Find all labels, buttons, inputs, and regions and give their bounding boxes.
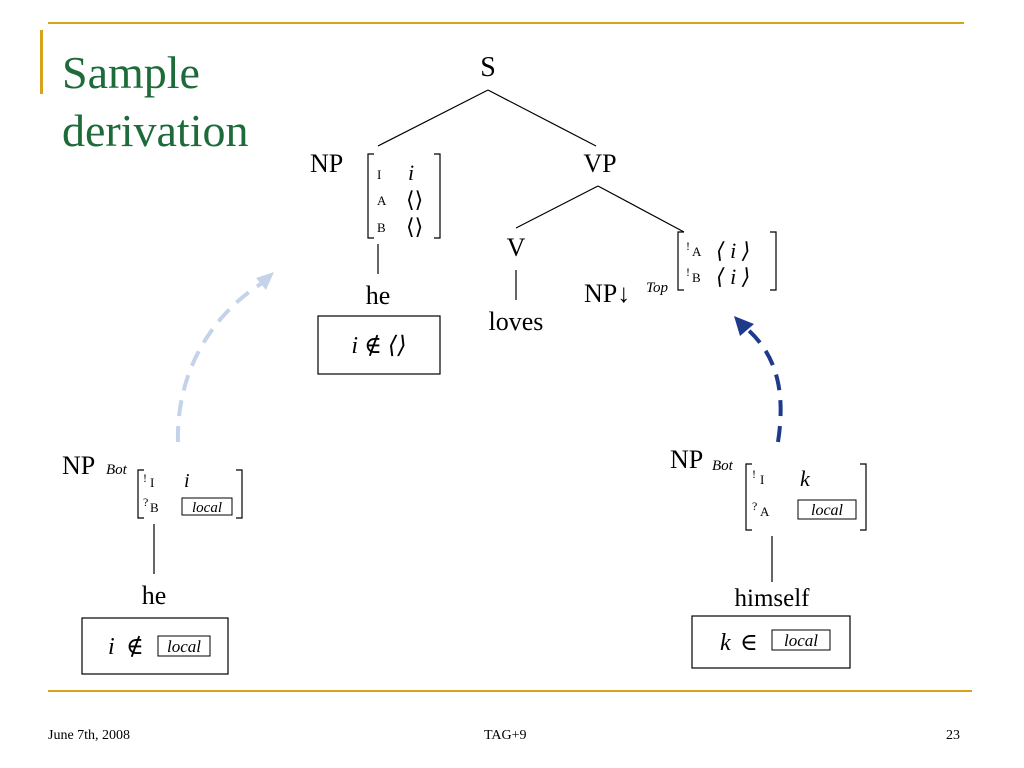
- main-tree-edges: [377, 89, 685, 300]
- right-adjunction-arrow: [734, 316, 783, 443]
- title-line-1: Sample: [62, 47, 200, 98]
- left-prefix-i: !: [143, 471, 147, 485]
- right-constraint-op: ∈: [740, 630, 758, 656]
- left-np: NP: [62, 451, 95, 480]
- left-prefix-b: ?: [143, 495, 148, 509]
- right-local: local: [811, 502, 844, 519]
- left-bot: Bot: [106, 462, 128, 478]
- left-tree: NP Bot ! I i ? B local he i ∉ local: [62, 451, 243, 675]
- right-prefix-i: !: [752, 467, 756, 481]
- left-constraint-set: local: [167, 637, 201, 656]
- feat-val-a: ⟨⟩: [406, 187, 423, 212]
- node-np-subst: NP↓: [584, 279, 630, 308]
- subst-prefix-b: !: [686, 265, 690, 279]
- subst-val-b: ⟨ i ⟩: [716, 264, 750, 289]
- right-bot: Bot: [712, 458, 734, 474]
- feat-val-i: i: [408, 160, 414, 185]
- word-he: he: [366, 281, 391, 310]
- subst-val-a: ⟨ i ⟩: [716, 238, 750, 263]
- right-tree: NP Bot ! I k ? A local himself k ∈ local: [670, 445, 867, 669]
- node-vp: VP: [583, 149, 616, 178]
- top-rule: [48, 22, 964, 24]
- subst-feature-matrix: ! A ⟨ i ⟩ ! B ⟨ i ⟩: [677, 231, 777, 291]
- right-np: NP: [670, 445, 703, 474]
- right-prefix-a: ?: [752, 499, 757, 513]
- subst-key-a: A: [692, 244, 702, 259]
- node-np: NP: [310, 149, 343, 178]
- left-constraint-op: ∉: [126, 634, 144, 660]
- left-word: he: [142, 581, 167, 610]
- feat-val-b: ⟨⟩: [406, 214, 423, 239]
- subst-key-b: B: [692, 270, 701, 285]
- footer-page-number: 23: [946, 728, 960, 743]
- left-key-b: B: [150, 500, 159, 515]
- left-local: local: [192, 500, 222, 516]
- bottom-rule: [48, 690, 972, 692]
- footer-conference: TAG+9: [484, 728, 527, 743]
- main-constraint-box: i ∉ ⟨⟩: [317, 315, 441, 375]
- top-mark: Top: [646, 280, 668, 296]
- feat-key-i: I: [377, 167, 381, 182]
- right-constraint-var: k: [720, 630, 731, 656]
- feat-key-a: A: [377, 193, 387, 208]
- left-adjunction-arrow: [175, 272, 274, 443]
- slide-title: Sample derivation: [62, 44, 249, 160]
- np-feature-matrix: I i A ⟨⟩ B ⟨⟩: [367, 153, 441, 239]
- right-val-k: k: [800, 466, 811, 491]
- right-key-i: I: [760, 472, 764, 487]
- node-s: S: [480, 52, 496, 83]
- left-constraint-var: i: [108, 634, 115, 660]
- left-val-i: i: [184, 470, 190, 492]
- word-loves: loves: [489, 307, 544, 336]
- left-key-i: I: [150, 475, 154, 490]
- title-accent-bar: [40, 30, 43, 94]
- node-v: V: [507, 233, 526, 262]
- right-constraint-set: local: [784, 631, 818, 650]
- right-word: himself: [735, 585, 811, 612]
- right-key-a: A: [760, 504, 770, 519]
- main-constraint: i ∉ ⟨⟩: [351, 333, 406, 359]
- title-line-2: derivation: [62, 105, 249, 156]
- footer-date: June 7th, 2008: [48, 728, 131, 743]
- subst-prefix-a: !: [686, 239, 690, 253]
- feat-key-b: B: [377, 220, 386, 235]
